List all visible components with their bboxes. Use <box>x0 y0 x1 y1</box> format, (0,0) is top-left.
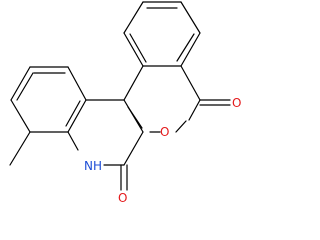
bond <box>180 32 201 67</box>
double-bond-inner <box>65 100 81 127</box>
bond <box>180 1 201 34</box>
bond <box>123 1 144 34</box>
double-bond-inner <box>16 72 34 101</box>
bond <box>175 120 187 133</box>
bond <box>10 99 31 133</box>
bond <box>123 131 144 166</box>
bond <box>123 65 144 101</box>
double-bond-inner <box>129 33 147 63</box>
bond <box>67 131 79 151</box>
ring-oxygen-label: O <box>160 125 169 139</box>
double-bond-inner <box>127 106 143 129</box>
ring-nitrogen-label: NH <box>84 159 102 173</box>
lower-carbonyl-oxygen-label: O <box>118 191 127 205</box>
methyl-bond <box>9 131 31 166</box>
bond <box>67 99 87 133</box>
bond <box>10 66 31 101</box>
top-benzene-ring <box>123 1 201 67</box>
lactone-ring <box>123 65 231 133</box>
molecule-structure-diagram: O O O NH <box>9 1 241 205</box>
pyridone-ring <box>67 99 144 191</box>
structure-canvas: O O O NH <box>9 1 241 205</box>
left-benzene-ring <box>9 66 87 166</box>
bond <box>180 65 201 101</box>
bond <box>188 99 201 121</box>
bond <box>67 66 87 101</box>
double-bond-inner <box>176 33 195 62</box>
upper-carbonyl-oxygen-label: O <box>232 96 241 110</box>
bond <box>123 32 144 67</box>
